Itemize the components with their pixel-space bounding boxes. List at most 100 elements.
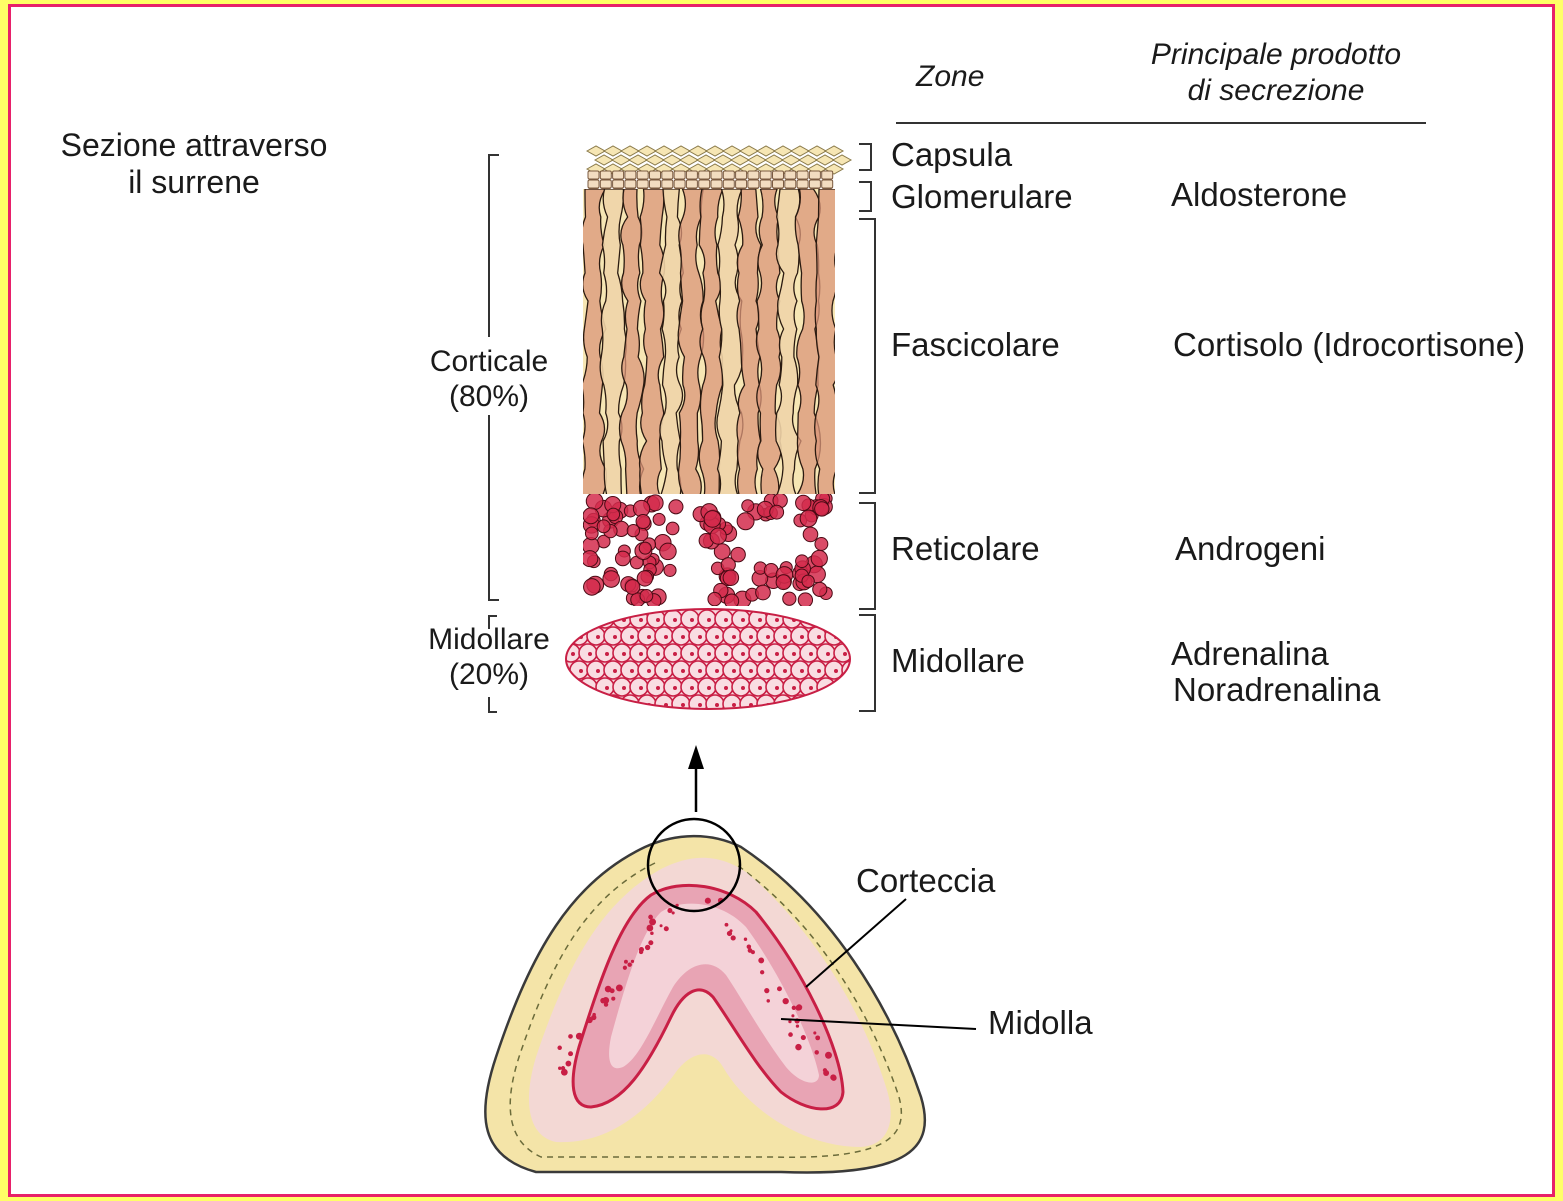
medulla-cell	[715, 610, 733, 628]
medulla-cell-nucleus	[681, 703, 685, 707]
reticular-cell	[783, 592, 796, 605]
medulla-cell	[604, 661, 622, 679]
medulla-cell	[655, 661, 673, 679]
medulla-cell-nucleus	[613, 635, 617, 639]
medulla-cell-nucleus	[732, 669, 736, 673]
medulla-cell	[672, 695, 690, 713]
medulla-cell	[715, 644, 733, 662]
medulla-cell	[672, 661, 690, 679]
figure-title-line1: Sezione attraverso	[39, 127, 349, 164]
glomerular-cell	[822, 171, 833, 179]
medulla-cell-nucleus	[630, 635, 634, 639]
reticular-cell	[582, 551, 598, 567]
fascicular-strand	[815, 189, 840, 497]
medulla-cell	[740, 627, 758, 645]
glomerular-cell	[797, 171, 808, 179]
medulla-cell-nucleus	[783, 669, 787, 673]
zone-capsula: Capsula	[891, 136, 1012, 173]
reticular-cell	[811, 550, 827, 566]
reticular-cell	[708, 592, 721, 605]
medulla-cell	[774, 661, 792, 679]
medulla-cell	[621, 661, 639, 679]
medulla-cell	[689, 695, 707, 713]
medulla-cell-nucleus	[741, 686, 745, 690]
medulla-cell-nucleus	[588, 618, 592, 622]
product-androgeni: Androgeni	[1175, 530, 1325, 567]
medulla-cell	[604, 627, 622, 645]
medulla-cell-nucleus	[673, 686, 677, 690]
medulla-cell	[570, 695, 588, 713]
medulla-cell-nucleus	[800, 703, 804, 707]
reticular-cell	[800, 510, 817, 527]
medulla-cell-nucleus	[613, 703, 617, 707]
capsule-cell	[723, 146, 741, 156]
medulla-cell-nucleus	[724, 618, 728, 622]
glomerular-cell	[748, 171, 759, 179]
capsule-cell	[697, 155, 715, 165]
glomerular-cell	[686, 180, 697, 188]
medulla-cell	[723, 627, 741, 645]
medulla-cell-nucleus	[656, 618, 660, 622]
medulla-cell-nucleus	[800, 669, 804, 673]
reticular-cell	[660, 543, 677, 560]
glomerular-cell	[662, 171, 673, 179]
medulla-speck	[823, 1068, 827, 1072]
medulla-cell-nucleus	[698, 635, 702, 639]
medulla-cell	[681, 610, 699, 628]
medulla-cell-nucleus	[690, 618, 694, 622]
medulla-speck	[631, 960, 634, 963]
medulla-cell	[706, 695, 724, 713]
medulla-cell-nucleus	[715, 635, 719, 639]
medulla-speck	[649, 918, 656, 925]
reticular-cell	[669, 500, 683, 514]
glomerular-cell	[748, 180, 759, 188]
medulla-speck	[645, 945, 650, 950]
medulla-speck	[815, 1035, 820, 1040]
medulla-cell-nucleus	[707, 686, 711, 690]
reticular-cell	[815, 502, 829, 516]
glomerular-cell	[674, 180, 685, 188]
medulla-cell-nucleus	[783, 635, 787, 639]
medulla-cell	[681, 644, 699, 662]
capsule-cell	[638, 146, 656, 156]
medulla-cell	[808, 695, 826, 713]
medulla-speck	[727, 931, 732, 936]
medulla-cell-nucleus	[664, 669, 668, 673]
medulla-cell	[766, 644, 784, 662]
reticular-cell	[607, 508, 620, 521]
medulla-cell	[791, 661, 809, 679]
medulla-cell-nucleus	[724, 686, 728, 690]
medulla-speck	[650, 931, 654, 935]
medulla-cell	[800, 644, 818, 662]
reticular-cell	[731, 547, 745, 561]
medulla-cell-nucleus	[639, 686, 643, 690]
capsule-cell	[629, 155, 647, 165]
diagram-frame: Sezione attraverso il surrene Zone Princ…	[8, 4, 1555, 1197]
reticular-cell	[653, 513, 665, 525]
medulla-speck	[627, 963, 631, 967]
medulla-cell	[613, 678, 631, 696]
glomerular-cell	[662, 180, 673, 188]
medulla-cell-nucleus	[775, 686, 779, 690]
product-aldosterone: Aldosterone	[1171, 176, 1347, 213]
capsule-cell	[748, 155, 766, 165]
glomerular-cell	[809, 171, 820, 179]
medulla-speck	[648, 915, 653, 920]
medulla-cell	[749, 644, 767, 662]
medulla-cell	[825, 695, 843, 713]
cortical-label-pct: (80%)	[419, 379, 559, 414]
cortex-section-column	[562, 146, 860, 713]
medulla-speck	[648, 940, 653, 945]
medulla-cell-nucleus	[664, 635, 668, 639]
medulla-cell-nucleus	[673, 618, 677, 622]
medullary-label-name: Midollare	[419, 622, 559, 657]
capsule-cell	[706, 146, 724, 156]
medulla-speck	[557, 1046, 561, 1050]
cortical-label-name: Corticale	[419, 344, 559, 379]
product-adrenalina: Adrenalina	[1171, 635, 1329, 672]
glomerular-cell	[650, 171, 661, 179]
medulla-cell-nucleus	[809, 618, 813, 622]
zone-glomerulare: Glomerulare	[891, 178, 1073, 215]
medulla-cell-nucleus	[792, 652, 796, 656]
glomerular-cell	[736, 180, 747, 188]
